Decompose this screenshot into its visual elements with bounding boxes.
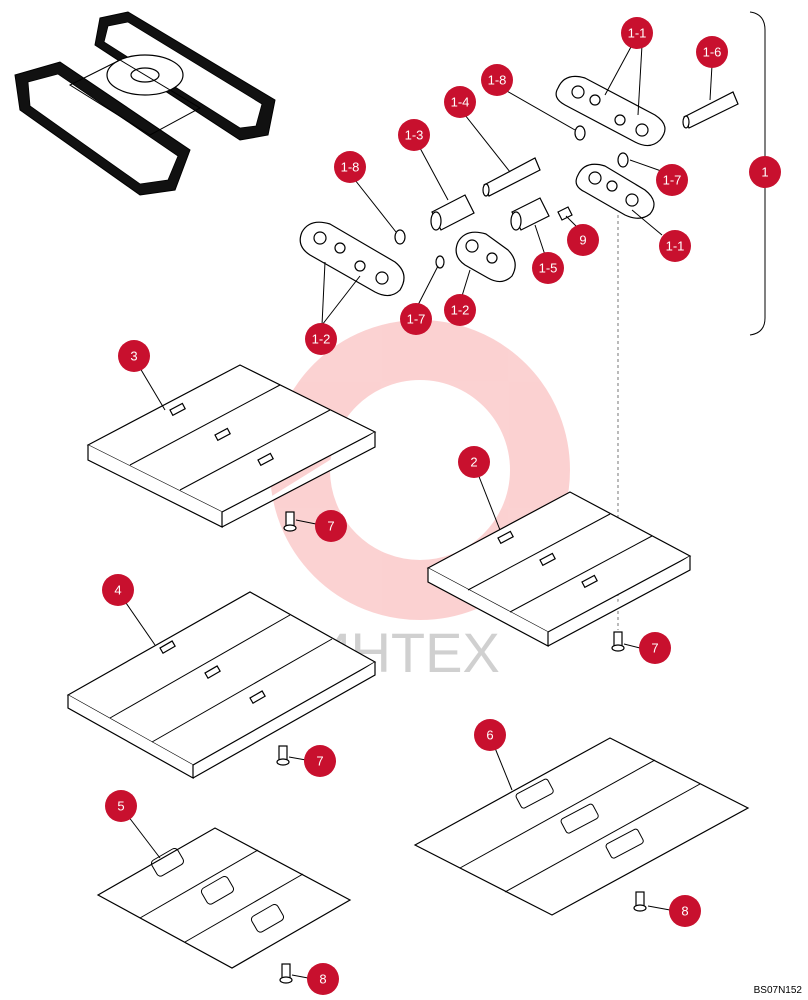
track-shoe-6 [413, 737, 750, 916]
svg-text:1-3: 1-3 [405, 128, 424, 143]
callout-1-8-left: 1-8 [334, 151, 366, 183]
callout-5: 5 [105, 790, 137, 822]
pin-1-4 [482, 157, 541, 197]
track-link-1-1-upper [555, 75, 666, 147]
svg-text:1-1: 1-1 [628, 26, 647, 41]
pin-1-6 [682, 91, 739, 129]
track-shoe-4 [66, 591, 377, 780]
callout-4: 4 [102, 574, 134, 606]
callout-1-7-upper: 1-7 [656, 164, 688, 196]
svg-text:1-8: 1-8 [488, 73, 507, 88]
svg-text:1-4: 1-4 [451, 95, 470, 110]
seal-1-7-left [435, 255, 445, 269]
callout-7-shoe-3: 7 [315, 510, 347, 542]
svg-text:7: 7 [327, 519, 334, 534]
bolt-icon [279, 963, 293, 984]
track-shoe-2 [426, 491, 692, 647]
callout-1-6: 1-6 [696, 36, 728, 68]
callout-7-shoe-2: 7 [639, 632, 671, 664]
track-shoe-5 [96, 827, 352, 969]
callout-7-shoe-4: 7 [304, 745, 336, 777]
bushing-1-5 [510, 197, 550, 231]
nut-9 [557, 206, 573, 221]
svg-text:7: 7 [651, 641, 658, 656]
callout-1-1-lower: 1-1 [659, 230, 691, 262]
track-link-1-2-left [299, 221, 405, 297]
svg-text:1-2: 1-2 [312, 332, 331, 347]
callout-1-8-upper: 1-8 [481, 64, 513, 96]
track-link-1-1-lower [575, 163, 655, 219]
callout-1-4: 1-4 [444, 86, 476, 118]
seal-1-8-left [394, 229, 406, 245]
callout-8-shoe-5: 8 [307, 963, 339, 995]
bolt-icon [283, 511, 297, 532]
svg-text:1-1: 1-1 [666, 239, 685, 254]
svg-text:1-7: 1-7 [663, 173, 682, 188]
svg-text:1-6: 1-6 [703, 45, 722, 60]
seal-1-8-upper [574, 125, 586, 141]
callout-1-2-left: 1-2 [305, 323, 337, 355]
bolt-icon [633, 891, 647, 912]
svg-text:9: 9 [579, 233, 586, 248]
svg-text:8: 8 [319, 972, 326, 987]
track-link-1-2-right [455, 231, 516, 283]
svg-text:1-8: 1-8 [341, 160, 360, 175]
svg-text:1-7: 1-7 [407, 312, 426, 327]
svg-text:3: 3 [130, 349, 137, 364]
svg-text:5: 5 [117, 799, 124, 814]
reference-code: BS07N152 [753, 985, 802, 996]
svg-text:1-2: 1-2 [451, 303, 470, 318]
svg-text:2: 2 [470, 455, 477, 470]
track-frame-illustration [14, 11, 276, 196]
callout-6: 6 [474, 719, 506, 751]
bolt-icon [611, 631, 625, 652]
callout-2: 2 [458, 446, 490, 478]
leader-lines [123, 44, 713, 979]
svg-text:1-5: 1-5 [539, 261, 558, 276]
bushing-1-3 [430, 194, 475, 231]
callout-1: 1 [749, 156, 781, 188]
svg-text:6: 6 [486, 728, 493, 743]
callout-1-3: 1-3 [398, 119, 430, 151]
callout-1-7-left: 1-7 [400, 303, 432, 335]
seal-1-7-upper [617, 152, 629, 168]
callout-1-5: 1-5 [532, 252, 564, 284]
track-shoe-3 [86, 364, 377, 528]
callout-8-shoe-6: 8 [669, 895, 701, 927]
bolt-icon [276, 745, 290, 766]
svg-text:1: 1 [761, 165, 768, 180]
callout-3: 3 [118, 340, 150, 372]
callout-1-1-upper: 1-1 [621, 17, 653, 49]
svg-text:7: 7 [316, 754, 323, 769]
svg-text:8: 8 [681, 904, 688, 919]
callout-1-2-right: 1-2 [444, 294, 476, 326]
svg-text:4: 4 [114, 583, 121, 598]
callout-9: 9 [567, 224, 599, 256]
